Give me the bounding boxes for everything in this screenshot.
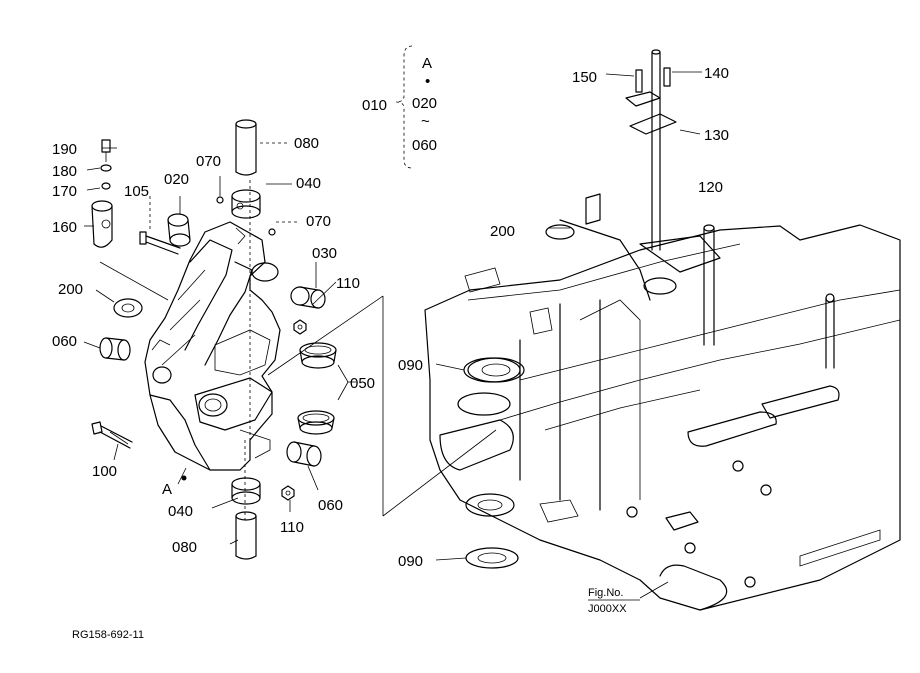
nut-110-upper bbox=[293, 319, 307, 335]
group-label: 010 bbox=[362, 97, 387, 114]
seal-050-upper bbox=[299, 342, 337, 369]
part-labels: 190 180 170 160 105 020 070 080 040 070 … bbox=[52, 65, 729, 570]
collar-040-bottom bbox=[231, 477, 261, 505]
bushing-060-right bbox=[286, 441, 322, 467]
label-020: 020 bbox=[164, 171, 189, 188]
document-code: RG158-692-11 bbox=[72, 629, 144, 641]
label-170: 170 bbox=[52, 183, 77, 200]
separator-line bbox=[267, 295, 497, 517]
label-050: 050 bbox=[350, 375, 375, 392]
label-100: 100 bbox=[92, 463, 117, 480]
label-180: 180 bbox=[52, 163, 77, 180]
leader-lines bbox=[83, 71, 702, 599]
group-item-4: ~ bbox=[421, 113, 430, 130]
bolt-100 bbox=[91, 421, 133, 449]
figure-reference: Fig.No. J000XX bbox=[588, 587, 640, 615]
label-060-left: 060 bbox=[52, 333, 77, 350]
label-070-b: 070 bbox=[306, 213, 331, 230]
bolt-stack bbox=[91, 139, 113, 248]
label-070-a: 070 bbox=[196, 153, 221, 170]
swing-bracket-assembly bbox=[99, 180, 281, 520]
figure-ref-line2: J000XX bbox=[588, 603, 627, 615]
group-item-5: 060 bbox=[412, 137, 437, 154]
group-bracket: 010 A • 020 ~ 060 bbox=[362, 45, 437, 169]
label-040-top: 040 bbox=[296, 175, 321, 192]
fitting-070-a bbox=[216, 196, 224, 204]
group-item-2: • bbox=[425, 73, 430, 90]
label-110-upper: 110 bbox=[336, 275, 360, 292]
label-140: 140 bbox=[704, 65, 729, 82]
collar-040-top bbox=[231, 189, 261, 219]
label-120: 120 bbox=[698, 179, 723, 196]
nut-110-lower bbox=[281, 485, 295, 501]
figure-ref-line1: Fig.No. bbox=[588, 587, 623, 599]
view-marker-dot bbox=[181, 475, 187, 481]
group-item-3: 020 bbox=[412, 95, 437, 112]
frame-assembly bbox=[424, 49, 901, 611]
bolt-105 bbox=[139, 231, 181, 255]
washer-200-left bbox=[113, 298, 143, 318]
label-190: 190 bbox=[52, 141, 77, 158]
label-150: 150 bbox=[572, 69, 597, 86]
label-080-bottom: 080 bbox=[172, 539, 197, 556]
label-080-top: 080 bbox=[294, 135, 319, 152]
pin-080-bottom bbox=[235, 511, 257, 560]
label-090-lower: 090 bbox=[398, 553, 423, 570]
label-090-upper: 090 bbox=[398, 357, 423, 374]
seal-050-lower bbox=[297, 410, 335, 435]
label-200-right: 200 bbox=[490, 223, 515, 240]
bushing-030 bbox=[290, 286, 326, 309]
fitting-070-b bbox=[268, 228, 276, 236]
label-030: 030 bbox=[312, 245, 337, 262]
label-105: 105 bbox=[124, 183, 149, 200]
label-130: 130 bbox=[704, 127, 729, 144]
washer-090-upper bbox=[463, 357, 521, 383]
label-110-lower: 110 bbox=[280, 519, 304, 536]
washer-090-lower bbox=[465, 547, 519, 569]
label-200-left: 200 bbox=[58, 281, 83, 298]
bushing-060-left bbox=[99, 337, 131, 361]
label-view-a: A bbox=[162, 481, 172, 498]
label-040-bottom: 040 bbox=[168, 503, 193, 520]
label-160: 160 bbox=[52, 219, 77, 236]
pin-080-top bbox=[235, 119, 257, 176]
label-060-right: 060 bbox=[318, 497, 343, 514]
bushing-020 bbox=[167, 213, 191, 247]
group-item-1: A bbox=[422, 55, 432, 72]
